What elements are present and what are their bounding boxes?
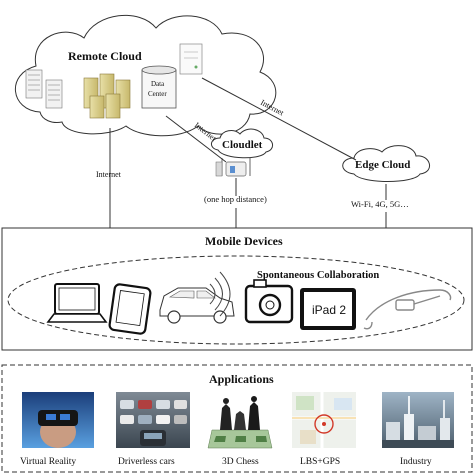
server-rack-icon xyxy=(25,69,63,109)
chess-board-photo xyxy=(207,392,273,449)
app-label-lbs: LBS+GPS xyxy=(300,457,340,467)
app-label-chess: 3D Chess xyxy=(222,457,259,467)
cloudlet-title: Cloudlet xyxy=(222,139,263,151)
edge-cloud-title: Edge Cloud xyxy=(355,159,410,171)
camera-icon xyxy=(244,279,294,324)
data-center-label: Data xyxy=(151,80,165,88)
laptop-icon xyxy=(46,283,108,323)
map-photo xyxy=(292,392,356,448)
edge-cloud-note: Wi-Fi, 4G, 5G… xyxy=(351,199,409,209)
app-label-vr: Virtual Reality xyxy=(20,457,76,467)
storage-device-icon xyxy=(179,43,203,75)
link-cloud-to-edge xyxy=(201,77,357,161)
wireless-signal-icon xyxy=(209,271,231,317)
link-cloud-to-cloudlet xyxy=(165,115,227,163)
app-label-driverless: Driverless cars xyxy=(118,457,175,467)
data-center-label-2: Center xyxy=(148,90,167,98)
data-center-icon: Data Center xyxy=(141,65,177,109)
access-point-icon xyxy=(215,158,251,177)
app-label-industry: Industry xyxy=(400,457,432,467)
cloudlet-cloud-shape xyxy=(211,128,273,159)
collaboration-ellipse xyxy=(7,255,465,345)
smartphone-icon xyxy=(108,283,152,335)
tablet-icon: iPad 2 xyxy=(300,288,356,330)
mobile-devices-title: Mobile Devices xyxy=(205,234,283,248)
ipad-label: iPad 2 xyxy=(312,303,346,317)
server-cluster-icon xyxy=(83,73,131,119)
remote-cloud-title: Remote Cloud xyxy=(68,49,142,63)
smart-glasses-icon xyxy=(363,289,452,330)
cloudlet-note: (one hop distance) xyxy=(204,194,267,204)
internet-label-left: Internet xyxy=(96,170,122,179)
vr-headset-photo xyxy=(22,392,94,448)
edge-cloud-shape xyxy=(342,145,430,182)
parking-lot-photo xyxy=(116,392,190,448)
applications-title: Applications xyxy=(209,372,274,386)
collaboration-title: Spontaneous Collaboration xyxy=(257,270,379,281)
industrial-plant-photo xyxy=(382,392,454,448)
